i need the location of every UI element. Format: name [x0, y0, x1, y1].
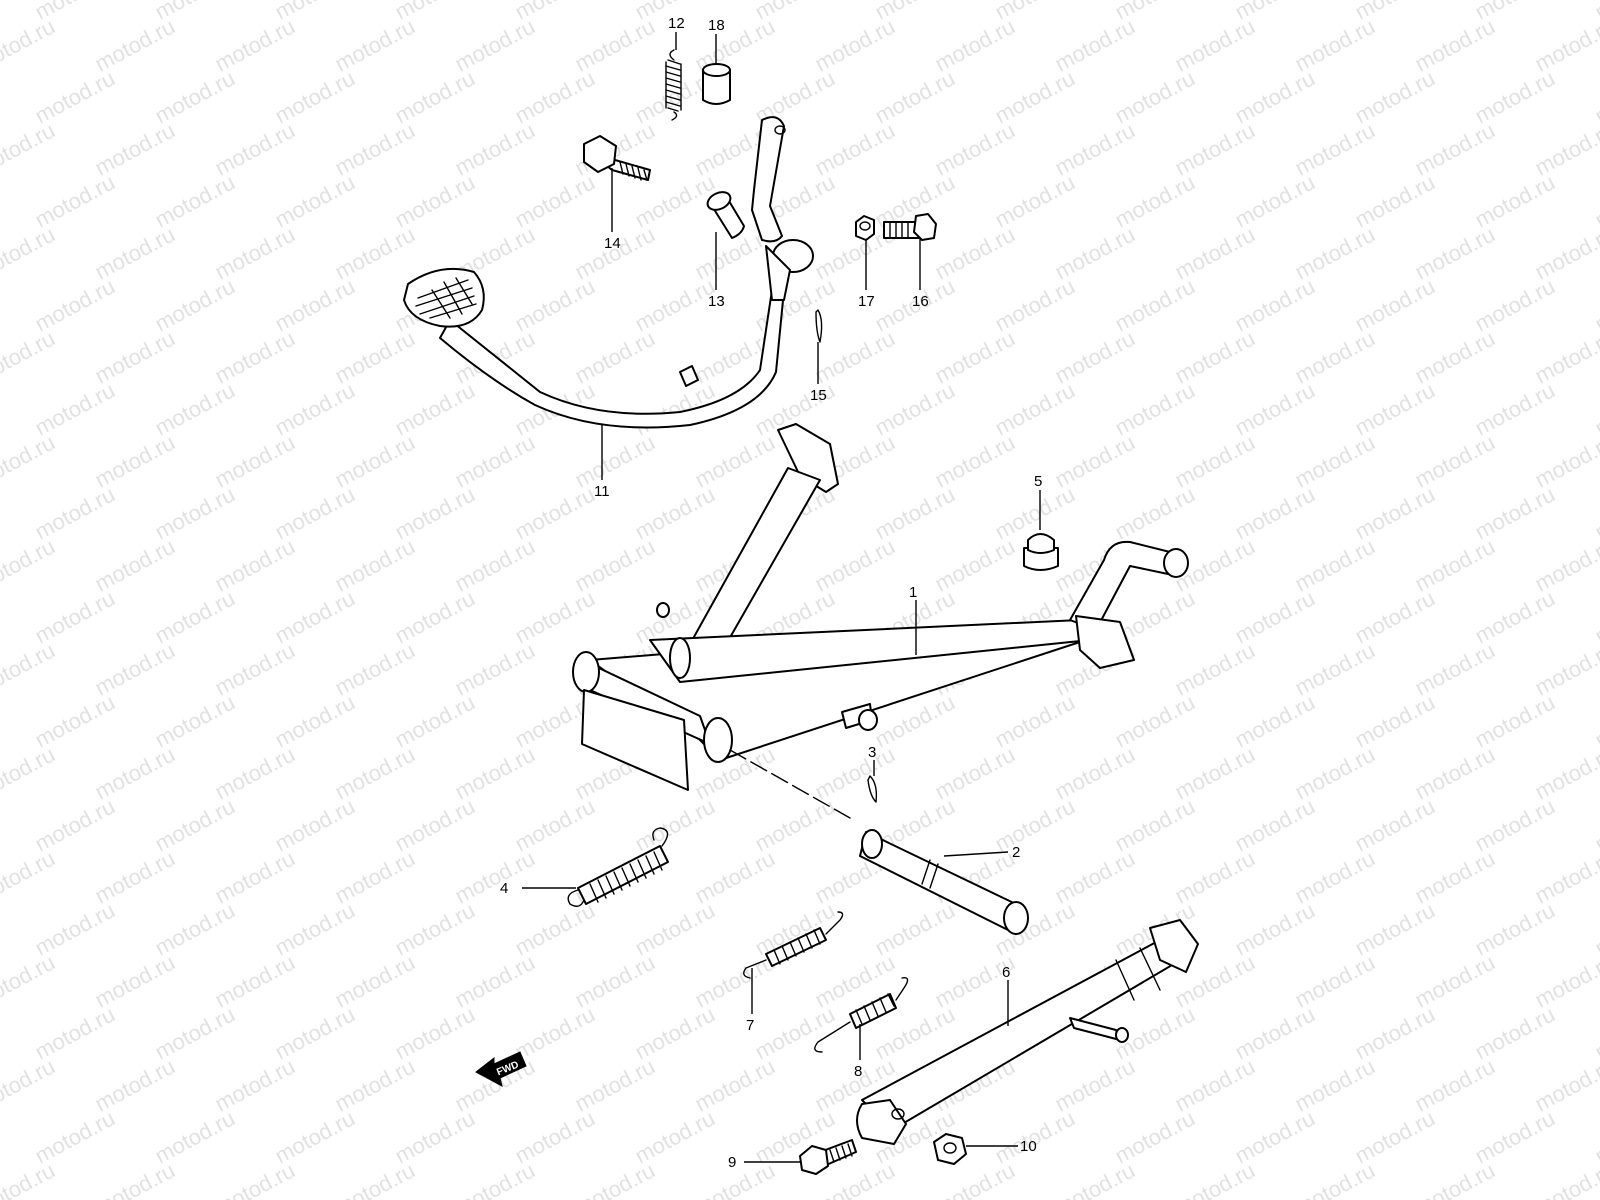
watermark-text: motod.ru: [331, 1158, 419, 1200]
watermark-text: motod.ru: [1531, 742, 1600, 805]
watermark-text: motod.ru: [1531, 1158, 1600, 1200]
watermark-text: motod.ru: [571, 1158, 659, 1200]
callout-10: 10: [1020, 1138, 1037, 1155]
callout-16: 16: [912, 293, 929, 310]
watermark-text: motod.ru: [1291, 1158, 1379, 1200]
watermark-text: motod.ru: [1051, 1158, 1139, 1200]
watermark-text: motod.ru: [1531, 534, 1600, 597]
watermark-text: motod.ru: [1591, 898, 1600, 961]
callout-labels: 1 2 3 4 5 6 7 8 9 10 11 12 13 14 15 16 1…: [500, 15, 1042, 1171]
watermark-text: motod.ru: [0, 950, 59, 1013]
part-12-spring: [665, 49, 682, 121]
watermark-text: motod.ru: [0, 430, 59, 493]
watermark-text: motod.ru: [1531, 430, 1600, 493]
part-4-spring: [567, 827, 669, 907]
part-9-bolt: [799, 1139, 857, 1175]
watermark-text: motod.ru: [1531, 638, 1600, 701]
watermark-text: motod.ru: [0, 118, 59, 181]
part-15-cotter-pin: [815, 309, 823, 343]
part-5-stopper: [1023, 533, 1059, 571]
watermark-text: motod.ru: [1411, 1158, 1499, 1200]
watermark-text: motod.ru: [0, 638, 59, 701]
callout-4: 4: [500, 880, 508, 897]
watermark-text: motod.ru: [0, 222, 59, 285]
callout-1: 1: [909, 584, 917, 601]
callout-6: 6: [1002, 964, 1010, 981]
leader-lines: [522, 32, 1041, 1163]
callout-14: 14: [604, 235, 621, 252]
part-3-cotter-pin: [867, 775, 878, 803]
watermark-text: motod.ru: [1531, 118, 1600, 181]
callout-5: 5: [1034, 473, 1042, 490]
watermark-text: motod.ru: [1591, 1106, 1600, 1169]
callout-3: 3: [868, 744, 876, 761]
callout-9: 9: [728, 1154, 736, 1171]
watermark-text: motod.ru: [1591, 482, 1600, 545]
watermark-text: motod.ru: [0, 326, 59, 389]
watermark-text: motod.ru: [451, 1158, 539, 1200]
watermark-text: motod.ru: [1531, 1054, 1600, 1117]
watermark-text: motod.ru: [211, 1158, 299, 1200]
watermark-text: motod.ru: [931, 1158, 1019, 1200]
watermark-text: motod.ru: [1591, 274, 1600, 337]
callout-15: 15: [810, 387, 827, 404]
watermark-text: motod.ru: [1531, 326, 1600, 389]
callout-18: 18: [708, 17, 725, 34]
watermark-text: motod.ru: [1531, 846, 1600, 909]
part-1-center-stand: [572, 423, 1189, 791]
watermark-text: motod.ru: [1531, 950, 1600, 1013]
part-17-nut: [855, 215, 875, 241]
part-6-side-stand: [856, 919, 1199, 1145]
callout-8: 8: [854, 1063, 862, 1080]
part-10-nut: [933, 1133, 967, 1165]
watermark-text: motod.ru: [1531, 14, 1600, 77]
part-11-brake-pedal: [403, 116, 814, 429]
callout-13: 13: [708, 293, 725, 310]
part-2-shaft: [729, 749, 1029, 935]
callout-17: 17: [858, 293, 875, 310]
callout-2: 2: [1012, 844, 1020, 861]
watermark-text: motod.ru: [1591, 586, 1600, 649]
part-8-spring: [814, 977, 909, 1053]
callout-11: 11: [594, 483, 610, 500]
watermark-text: motod.ru: [1171, 1158, 1259, 1200]
watermark-text: motod.ru: [0, 846, 59, 909]
watermark-text: motod.ru: [1591, 794, 1600, 857]
part-18-collar: [702, 63, 731, 105]
watermark-text: motod.ru: [0, 1054, 59, 1117]
callout-7: 7: [746, 1017, 754, 1034]
watermark-text: motod.ru: [1591, 66, 1600, 129]
watermark-text: motod.ru: [1591, 690, 1600, 753]
watermark-text: motod.ru: [0, 1158, 59, 1200]
watermark-text: motod.ru: [1591, 0, 1600, 24]
watermark-text: motod.ru: [0, 534, 59, 597]
watermark-text: motod.ru: [1591, 1002, 1600, 1065]
part-13-collar: [706, 191, 745, 239]
part-16-bolt: [883, 213, 937, 241]
watermark-text: motod.ru: [1531, 222, 1600, 285]
callout-12: 12: [668, 15, 685, 32]
part-7-spring: [743, 911, 844, 979]
watermark-text: motod.ru: [91, 1158, 179, 1200]
watermark-text: motod.ru: [0, 14, 59, 77]
watermark-text: motod.ru: [1591, 170, 1600, 233]
watermark-text: motod.ru: [1591, 378, 1600, 441]
watermark-text: motod.ru: [0, 742, 59, 805]
